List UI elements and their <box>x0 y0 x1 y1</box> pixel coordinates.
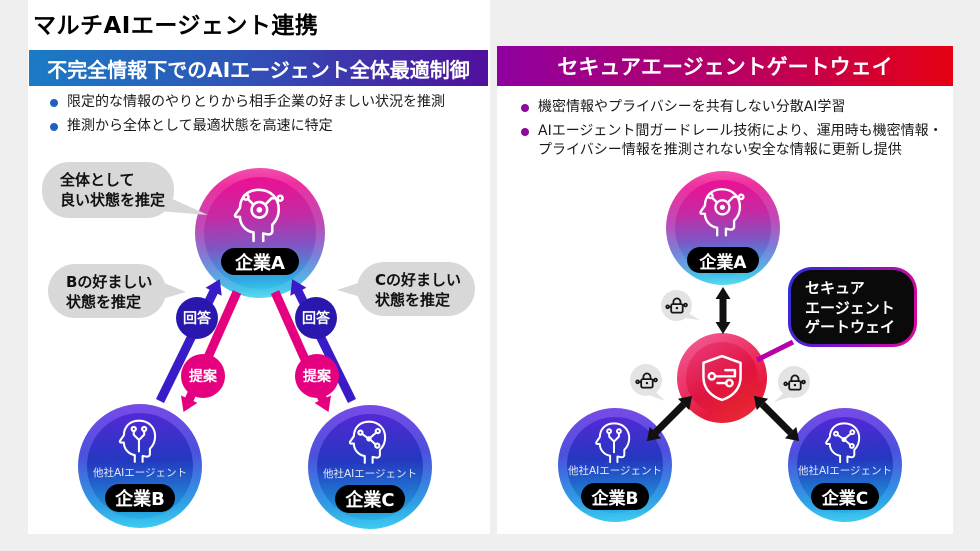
lock-icon <box>665 297 688 314</box>
bullet-line: AIエージェント間ガードレール技術により、運用時も機密情報・ <box>538 123 943 139</box>
estimate-overall-bubble: 全体として 良い状態を推定 <box>42 162 174 218</box>
node-label: 企業A <box>687 247 759 273</box>
proposal-badge-left: 提案 <box>181 354 225 398</box>
shield-circuit-icon <box>702 354 742 402</box>
bubble-line: 状態を推定 <box>66 293 142 311</box>
panel-optimal-control: マルチAIエージェント連携 不完全情報下でのAIエージェント全体最適制御 限定的… <box>28 0 490 534</box>
answer-badge-left: 回答 <box>176 297 218 339</box>
lock-icon <box>782 374 806 390</box>
proposal-badge-right: 提案 <box>295 354 339 398</box>
estimate-c-bubble: Cの好ましい 状態を推定 <box>357 262 475 316</box>
node-secure-gateway <box>677 333 767 423</box>
left-panel-bullets: 限定的な情報のやりとりから相手企業の好ましい状況を推測 推測から全体として最適状… <box>50 93 445 136</box>
ai-head-plug-icon <box>595 422 631 464</box>
bullet-text: 推測から全体として最適状態を高速に特定 <box>67 118 333 134</box>
bullet-dot <box>521 128 529 136</box>
bullet-text: AIエージェント間ガードレール技術により、運用時も機密情報・ プライバシー情報を… <box>538 122 943 160</box>
bubble-line: Cの好ましい <box>375 271 462 289</box>
callout-line: エージェント <box>805 298 895 317</box>
node-sublabel: 他社AIエージェント <box>567 465 663 477</box>
bullet-line: プライバシー情報を推測されない安全な情報に更新し提供 <box>538 142 902 158</box>
ai-head-network-icon <box>348 420 387 464</box>
lock-bubble <box>630 364 662 396</box>
bullet-dot <box>521 104 529 112</box>
bullet-dot <box>50 99 58 107</box>
node-label: 企業C <box>335 485 405 513</box>
left-panel-header: 不完全情報下でのAIエージェント全体最適制御 <box>29 50 488 86</box>
node-company-a: 企業A <box>195 168 325 298</box>
ai-head-eye-icon <box>233 188 284 243</box>
double-arrow-vertical <box>715 287 731 334</box>
lock-bubble <box>661 290 692 321</box>
estimate-b-bubble: Bの好ましい 状態を推定 <box>48 264 166 318</box>
node-company-c: 他社AIエージェント 企業C <box>788 408 902 522</box>
bubble-line: 状態を推定 <box>375 291 451 309</box>
bullet-item: AIエージェント間ガードレール技術により、運用時も機密情報・ プライバシー情報を… <box>521 122 943 160</box>
bubble-line: 良い状態を推定 <box>60 191 166 209</box>
bullet-item: 機密情報やプライバシーを共有しない分散AI学習 <box>521 98 943 117</box>
node-sublabel: 他社AIエージェント <box>797 465 893 477</box>
node-label: 企業B <box>105 484 175 512</box>
bullet-item: 推測から全体として最適状態を高速に特定 <box>50 117 445 136</box>
node-label: 企業C <box>811 483 879 510</box>
node-company-c: 他社AIエージェント 企業C <box>308 405 432 529</box>
bullet-text: 機密情報やプライバシーを共有しない分散AI学習 <box>538 99 846 115</box>
bubble-line: Bの好ましい <box>66 273 153 291</box>
lock-icon <box>634 372 658 388</box>
bullet-text: 限定的な情報のやりとりから相手企業の好ましい状況を推測 <box>67 94 445 110</box>
page-title: マルチAIエージェント連携 <box>33 13 319 39</box>
right-panel-bullets: 機密情報やプライバシーを共有しない分散AI学習 AIエージェント間ガードレール技… <box>521 98 943 160</box>
right-panel-header: セキュアエージェントゲートウェイ <box>497 46 953 86</box>
ai-head-network-icon <box>825 422 861 464</box>
ai-head-eye-icon <box>699 188 745 237</box>
node-core <box>686 342 758 414</box>
bubble-line: 全体として <box>60 171 135 189</box>
node-sublabel: 他社AIエージェント <box>92 467 188 479</box>
panel-secure-gateway: セキュアエージェントゲートウェイ 機密情報やプライバシーを共有しない分散AI学習… <box>497 46 953 534</box>
node-company-a: 企業A <box>666 171 780 285</box>
secure-gateway-callout: セキュア エージェント ゲートウェイ <box>788 267 917 347</box>
node-company-b: 他社AIエージェント 企業B <box>558 408 672 522</box>
node-sublabel: 他社AIエージェント <box>322 468 418 480</box>
node-company-b: 他社AIエージェント 企業B <box>78 404 202 528</box>
secure-gateway-callout-body: セキュア エージェント ゲートウェイ <box>791 270 914 344</box>
node-label: 企業A <box>221 248 299 275</box>
ai-head-plug-icon <box>118 419 157 463</box>
bullet-dot <box>50 123 58 131</box>
node-label: 企業B <box>581 483 649 510</box>
bullet-item: 限定的な情報のやりとりから相手企業の好ましい状況を推測 <box>50 93 445 112</box>
lock-bubble <box>778 366 810 398</box>
answer-badge-right: 回答 <box>295 297 337 339</box>
double-arrow-to-c <box>753 395 800 442</box>
callout-line: ゲートウェイ <box>805 318 896 336</box>
callout-line: セキュア <box>805 279 865 297</box>
